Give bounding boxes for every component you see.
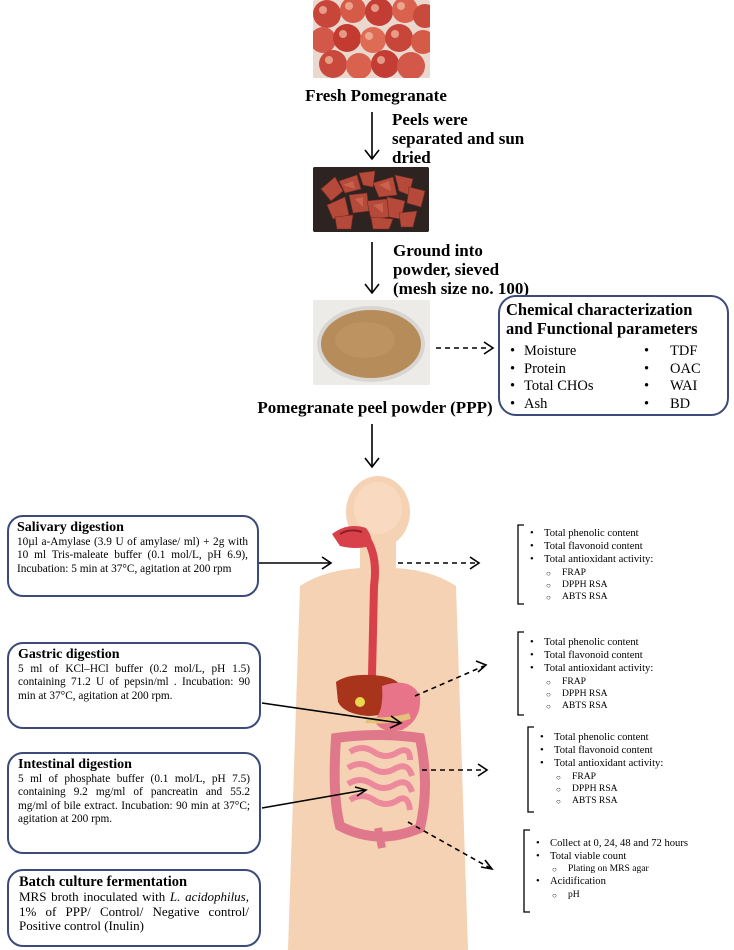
gastric-results: Total phenolic content Total flavonoid c… xyxy=(530,636,730,713)
salivary-results: Total phenolic content Total flavonoid c… xyxy=(530,527,730,604)
param-item: OAC xyxy=(644,361,701,379)
intestinal-results: Total phenolic content Total flavonoid c… xyxy=(540,731,730,808)
salivary-digestion-box: Salivary digestion 10µl a-Amylase (3.9 U… xyxy=(7,515,259,597)
params-left-list: Moisture Protein Total CHOs Ash xyxy=(506,343,628,413)
ppp-label: Pomegranate peel powder (PPP) xyxy=(257,398,493,417)
fresh-pomegranate-label: Fresh Pomegranate xyxy=(305,86,447,105)
dashed-arrow-params xyxy=(436,341,495,355)
salivary-title: Salivary digestion xyxy=(17,520,124,535)
param-item: Protein xyxy=(510,361,628,379)
fermentation-results: Collect at 0, 24, 48 and 72 hours Total … xyxy=(536,837,732,902)
intestinal-digestion-box: Intestinal digestion 5 ml of phosphate b… xyxy=(7,752,261,854)
gastric-title: Gastric digestion xyxy=(18,647,120,662)
arrow-down-1 xyxy=(364,112,380,161)
param-item: Moisture xyxy=(510,343,628,361)
dried-peel-photo xyxy=(313,167,429,232)
arrow-down-2 xyxy=(364,242,380,295)
param-item: TDF xyxy=(644,343,701,361)
gastric-text: 5 ml of KCl–HCl buffer (0.2 mol/L, pH 1.… xyxy=(18,663,250,702)
intestinal-title: Intestinal digestion xyxy=(18,757,132,772)
salivary-text: 10µl a-Amylase (3.9 U of amylase/ ml) + … xyxy=(17,536,248,575)
param-item: WAI xyxy=(644,378,701,396)
digestive-system-illustration xyxy=(288,476,468,950)
params-right-list: TDF OAC WAI BD xyxy=(628,343,701,413)
intestinal-text: 5 ml of phosphate buffer (0.1 mol/L, pH … xyxy=(18,773,250,825)
gastric-digestion-box: Gastric digestion 5 ml of KCl–HCl buffer… xyxy=(7,642,261,729)
batch-culture-box: Batch culture fermentation MRS broth ino… xyxy=(7,869,261,947)
batch-title: Batch culture fermentation xyxy=(19,874,188,890)
batch-text: MRS broth inoculated with L. acidophilus… xyxy=(19,889,249,933)
param-item: BD xyxy=(644,396,701,414)
param-item: Ash xyxy=(510,396,628,414)
pomegranate-photo xyxy=(313,0,430,78)
param-item: Total CHOs xyxy=(510,378,628,396)
peel-powder-photo xyxy=(313,300,430,385)
arrow-down-3 xyxy=(364,424,380,469)
